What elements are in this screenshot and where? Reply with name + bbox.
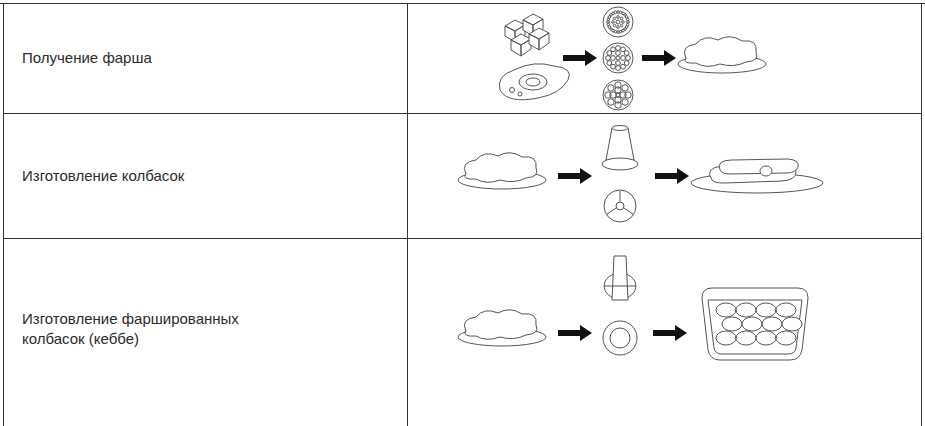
table-cell: Изготовление колбасок bbox=[22, 166, 184, 186]
table-grid bbox=[0, 3, 925, 426]
row2-illustration bbox=[458, 126, 823, 223]
table-cell: Изготовление фаршированных колбасок (кеб… bbox=[22, 309, 302, 349]
row1-illustration bbox=[499, 7, 766, 110]
row3-illustration bbox=[458, 256, 808, 360]
table-cell: Получение фарша bbox=[22, 48, 152, 68]
